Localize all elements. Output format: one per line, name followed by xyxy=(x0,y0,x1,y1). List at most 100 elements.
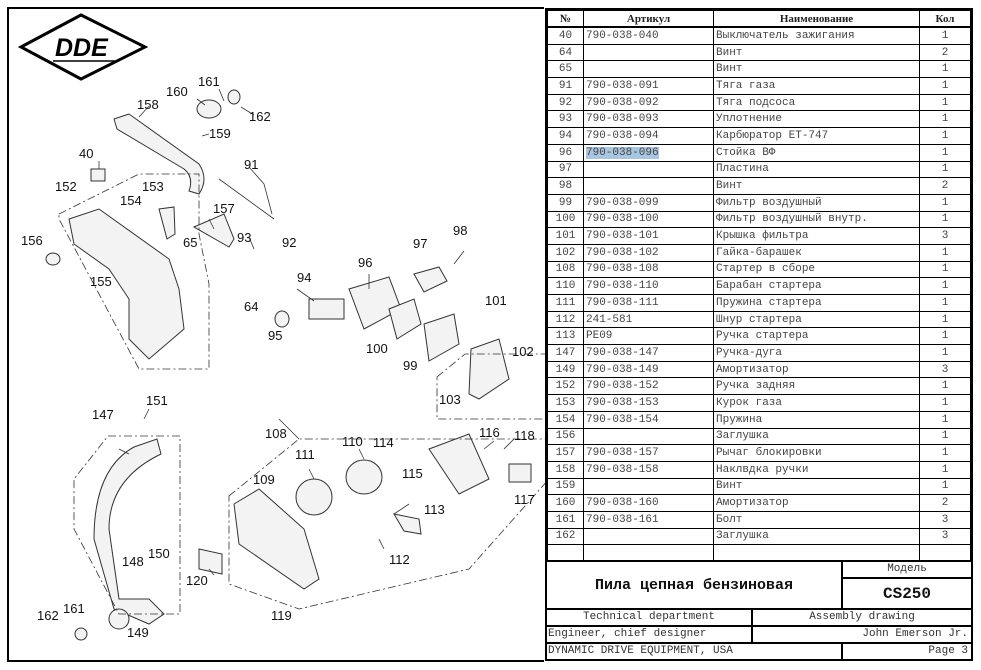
part-article[interactable]: 790-038-158 xyxy=(583,460,714,479)
part-number[interactable]: 96 xyxy=(547,143,584,162)
part-name[interactable]: Ручка стартера xyxy=(713,327,920,346)
part-name[interactable]: Заглушка xyxy=(713,427,920,446)
part-number[interactable]: 161 xyxy=(547,510,584,529)
part-number[interactable]: 91 xyxy=(547,77,584,95)
part-number[interactable]: 111 xyxy=(547,294,584,312)
part-name[interactable]: Карбюратор ET-747 xyxy=(713,127,920,145)
part-name[interactable]: Шнур стартера xyxy=(713,310,920,329)
part-article[interactable]: 790-038-154 xyxy=(583,410,714,429)
part-article[interactable]: 790-038-100 xyxy=(583,210,714,229)
part-name[interactable]: Пластина xyxy=(713,160,920,179)
part-article[interactable]: 790-038-157 xyxy=(583,444,714,462)
part-number[interactable]: 159 xyxy=(547,477,584,496)
part-number[interactable]: 64 xyxy=(547,43,584,62)
part-article[interactable]: 790-038-096 xyxy=(583,143,714,162)
part-quantity[interactable]: 1 xyxy=(919,294,971,312)
part-article[interactable]: 790-038-040 xyxy=(583,26,714,45)
part-name[interactable]: Курок газа xyxy=(713,394,920,412)
part-quantity[interactable]: 1 xyxy=(919,77,971,95)
part-name[interactable]: Пружина стартера xyxy=(713,294,920,312)
part-number[interactable]: 100 xyxy=(547,210,584,229)
part-quantity[interactable] xyxy=(919,544,971,562)
part-quantity[interactable]: 1 xyxy=(919,260,971,279)
part-article[interactable]: 790-038-149 xyxy=(583,360,714,379)
part-quantity[interactable]: 3 xyxy=(919,360,971,379)
part-article[interactable]: PE09 xyxy=(583,327,714,346)
part-article[interactable]: 790-038-147 xyxy=(583,344,714,362)
part-article[interactable] xyxy=(583,527,714,546)
part-article[interactable]: 790-038-108 xyxy=(583,260,714,279)
part-article[interactable]: 790-038-161 xyxy=(583,510,714,529)
part-quantity[interactable]: 3 xyxy=(919,227,971,245)
part-article[interactable]: 790-038-102 xyxy=(583,243,714,262)
part-name[interactable]: Крышка фильтра xyxy=(713,227,920,245)
part-article[interactable] xyxy=(583,177,714,195)
part-quantity[interactable]: 1 xyxy=(919,427,971,446)
part-name[interactable]: Винт xyxy=(713,60,920,79)
part-number[interactable]: 102 xyxy=(547,243,584,262)
part-quantity[interactable]: 2 xyxy=(919,177,971,195)
part-name[interactable]: Винт xyxy=(713,477,920,496)
part-quantity[interactable]: 1 xyxy=(919,377,971,396)
part-quantity[interactable]: 3 xyxy=(919,527,971,546)
part-quantity[interactable]: 1 xyxy=(919,143,971,162)
part-article[interactable]: 790-038-153 xyxy=(583,394,714,412)
part-name[interactable]: Фильтр воздушный внутр. xyxy=(713,210,920,229)
part-number[interactable]: 157 xyxy=(547,444,584,462)
part-quantity[interactable]: 1 xyxy=(919,310,971,329)
part-number[interactable]: 147 xyxy=(547,344,584,362)
part-quantity[interactable]: 1 xyxy=(919,210,971,229)
part-quantity[interactable]: 3 xyxy=(919,510,971,529)
part-number[interactable]: 101 xyxy=(547,227,584,245)
part-number[interactable]: 97 xyxy=(547,160,584,179)
part-article[interactable]: 790-038-094 xyxy=(583,127,714,145)
part-article[interactable]: 790-038-111 xyxy=(583,294,714,312)
part-quantity[interactable]: 2 xyxy=(919,494,971,512)
part-article[interactable]: 790-038-099 xyxy=(583,193,714,212)
part-name[interactable]: Болт xyxy=(713,510,920,529)
part-number[interactable]: 113 xyxy=(547,327,584,346)
part-quantity[interactable]: 1 xyxy=(919,243,971,262)
part-name[interactable]: Гайка-барашек xyxy=(713,243,920,262)
part-name[interactable]: Амортизатор xyxy=(713,360,920,379)
part-quantity[interactable]: 2 xyxy=(919,43,971,62)
part-quantity[interactable]: 1 xyxy=(919,110,971,129)
part-article[interactable] xyxy=(583,544,714,562)
part-article[interactable]: 790-038-092 xyxy=(583,93,714,112)
part-name[interactable]: Наклвдка ручки xyxy=(713,460,920,479)
part-quantity[interactable]: 1 xyxy=(919,26,971,45)
part-name[interactable]: Барабан стартера xyxy=(713,277,920,295)
part-article[interactable]: 790-038-101 xyxy=(583,227,714,245)
part-number[interactable]: 153 xyxy=(547,394,584,412)
part-quantity[interactable]: 1 xyxy=(919,327,971,346)
part-name[interactable]: Заглушка xyxy=(713,527,920,546)
part-name[interactable]: Винт xyxy=(713,177,920,195)
part-quantity[interactable]: 1 xyxy=(919,193,971,212)
part-article[interactable] xyxy=(583,477,714,496)
part-name[interactable]: Стойка ВФ xyxy=(713,143,920,162)
part-number[interactable]: 94 xyxy=(547,127,584,145)
part-quantity[interactable]: 1 xyxy=(919,394,971,412)
part-number[interactable]: 99 xyxy=(547,193,584,212)
part-name[interactable] xyxy=(713,544,920,562)
part-name[interactable]: Амортизатор xyxy=(713,494,920,512)
part-name[interactable]: Стартер в сборе xyxy=(713,260,920,279)
part-quantity[interactable]: 1 xyxy=(919,410,971,429)
part-name[interactable]: Уплотнение xyxy=(713,110,920,129)
part-number[interactable]: 160 xyxy=(547,494,584,512)
part-number[interactable]: 40 xyxy=(547,26,584,45)
part-name[interactable]: Выключатель зажигания xyxy=(713,26,920,45)
part-quantity[interactable]: 1 xyxy=(919,444,971,462)
part-number[interactable]: 158 xyxy=(547,460,584,479)
part-number[interactable]: 108 xyxy=(547,260,584,279)
part-quantity[interactable]: 1 xyxy=(919,60,971,79)
part-number[interactable]: 149 xyxy=(547,360,584,379)
part-quantity[interactable]: 1 xyxy=(919,127,971,145)
part-number[interactable]: 152 xyxy=(547,377,584,396)
part-quantity[interactable]: 1 xyxy=(919,477,971,496)
part-number[interactable]: 93 xyxy=(547,110,584,129)
part-quantity[interactable]: 1 xyxy=(919,277,971,295)
part-number[interactable]: 162 xyxy=(547,527,584,546)
part-article[interactable]: 790-038-110 xyxy=(583,277,714,295)
part-article[interactable]: 790-038-160 xyxy=(583,494,714,512)
